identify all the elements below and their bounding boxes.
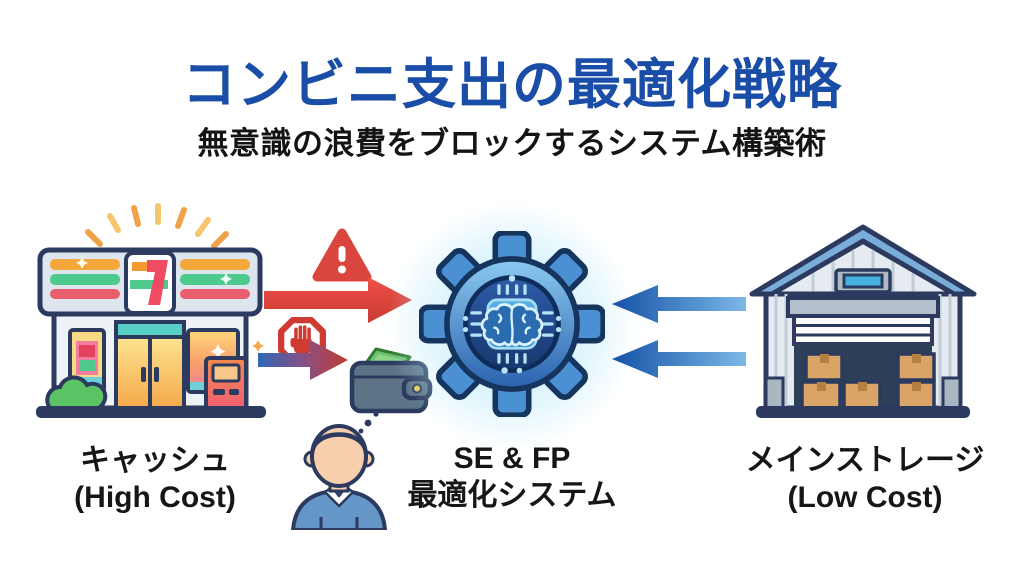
circuit-traces (462, 275, 562, 374)
storage-label-title: メインストレージ (745, 444, 985, 477)
page-title: コンビニ支出の最適化戦略 (182, 55, 842, 115)
sun-rays-icon (85, 203, 229, 249)
warning-triangle-icon (312, 228, 372, 282)
storage-label: メインストレージ (Low Cost) (722, 442, 1008, 516)
thinking-person-icon (290, 424, 388, 530)
sign-stripes (50, 259, 250, 299)
page-subtitle: 無意識の浪費をブロックするシステム構築術 (197, 126, 827, 161)
system-label-subtitle: 最適化システム (407, 479, 617, 512)
cache-label-subtitle: (High Cost) (74, 481, 236, 514)
brain-icon (480, 303, 544, 347)
gear-brain-chip-icon (419, 231, 605, 417)
system-label-title: SE & FP (453, 442, 571, 475)
red-arrow-right-icon (264, 277, 412, 323)
system-label: SE & FP 最適化システム (377, 440, 647, 514)
blue-arrow-left-icon (612, 340, 746, 378)
warehouse-icon (749, 224, 977, 418)
cache-label: キャッシュ (High Cost) (20, 442, 290, 516)
boxes-icon (800, 352, 936, 410)
blue-arrow-left-icon (612, 285, 746, 323)
gradient-arrow-right-icon (258, 340, 348, 380)
storage-label-subtitle: (Low Cost) (787, 481, 943, 514)
convenience-store-icon (36, 203, 266, 418)
cache-label-title: キャッシュ (80, 444, 230, 477)
thought-dots-icon (358, 411, 379, 434)
seven-logo-icon (130, 260, 168, 305)
